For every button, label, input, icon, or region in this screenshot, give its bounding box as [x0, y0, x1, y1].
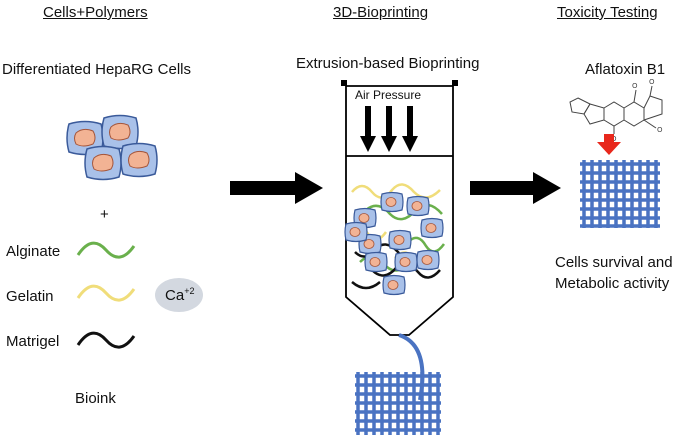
calcium-label: Ca+2 — [165, 286, 195, 304]
exposure-arrow-icon — [597, 134, 621, 155]
outcome-line2: Metabolic activity — [555, 275, 670, 292]
outcome-line1: Cells survival and — [555, 254, 673, 271]
bioink-label: Bioink — [75, 390, 116, 407]
alginate-wave-icon — [76, 241, 136, 259]
alginate-label: Alginate — [6, 243, 61, 260]
gelatin-wave-icon — [76, 284, 136, 302]
aflatoxin-structure-icon — [569, 85, 663, 134]
header-cells-polymers: Cells+Polymers — [43, 4, 148, 21]
printed-scaffold — [355, 372, 441, 435]
test-scaffold — [580, 160, 660, 228]
compound-label: Aflatoxin B1 — [585, 61, 666, 78]
air-pressure-arrows-icon — [360, 106, 418, 152]
bioink-mixture — [344, 183, 446, 296]
method-label: Extrusion-based Bioprinting — [296, 55, 480, 72]
svg-text:O: O — [657, 126, 663, 134]
header-bioprinting: 3D-Bioprinting — [333, 4, 429, 21]
calcium-ion-badge — [155, 278, 203, 312]
gelatin-label: Gelatin — [6, 288, 54, 305]
svg-text:O: O — [632, 82, 638, 90]
cells-label: Differentiated HepaRG Cells — [2, 61, 191, 78]
header-toxicity: Toxicity Testing — [557, 4, 658, 21]
matrigel-label: Matrigel — [6, 333, 60, 350]
arrow-to-bioprinter-icon — [230, 172, 323, 204]
arrow-to-testing-icon — [470, 172, 561, 204]
plus-sign: + — [100, 206, 109, 223]
air-pressure-label: Air Pressure — [355, 88, 422, 102]
svg-text:O: O — [649, 78, 655, 86]
matrigel-wave-icon — [76, 331, 136, 349]
extruded-filament — [398, 333, 425, 401]
heparg-cell-cluster — [66, 114, 158, 181]
